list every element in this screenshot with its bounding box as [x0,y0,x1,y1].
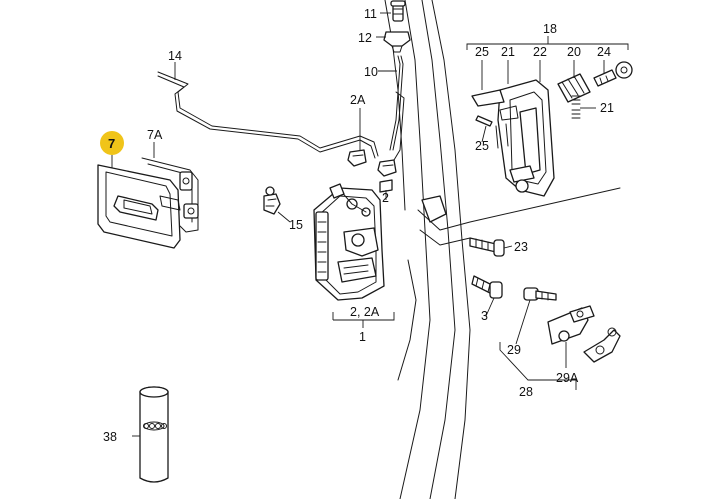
label-part-18: 18 [543,22,557,36]
label-part-2a: 2A [350,93,366,107]
part-29-striker-bolt [523,287,557,301]
part-1-lock-mechanism [313,183,385,301]
part-12-clip [383,31,411,53]
label-part-28: 28 [519,385,533,399]
part-14-linkage-rod [157,71,379,159]
label-part-10: 10 [364,65,378,79]
part-38-grease-tube [139,386,169,483]
label-part-29: 29 [507,343,521,357]
leader-lines [111,12,629,437]
label-part-38: 38 [103,430,117,444]
label-part-2-2a: 2, 2A [350,305,380,319]
part-2a-clips [347,149,397,193]
part-18-exterior-handle [471,79,555,197]
label-part-11: 11 [364,7,377,21]
label-part-20: 20 [567,45,581,59]
label-part-2: 2 [382,191,389,205]
label-part-21-top: 21 [501,45,515,59]
part-labels: 11 12 10 14 2A 7 7A 2 15 2, 2A 1 23 3 18… [103,7,614,444]
label-part-21-side: 21 [600,101,614,115]
label-part-29a: 29A [556,371,579,385]
part-10-rod [389,55,404,151]
part-20-lock-cylinder [557,73,591,103]
part-7a-trim-frame [141,157,199,233]
label-part-1: 1 [359,330,366,344]
part-29a-shim [583,327,621,363]
door-panel-structure [384,0,621,499]
highlight-marker-part-7 [100,131,124,155]
label-part-15: 15 [289,218,303,232]
label-part-3: 3 [481,309,488,323]
part-24-key [593,61,633,87]
label-part-25-side: 25 [475,139,489,153]
label-part-25-top: 25 [475,45,489,59]
part-15-clip [263,186,281,215]
label-part-14: 14 [168,49,182,63]
part-25-pins [475,115,493,127]
part-21-springs [571,95,581,119]
label-part-22: 22 [533,45,547,59]
part-7-handle-bezel [97,164,181,249]
part-28-striker-plate [547,305,595,345]
part-3-screw [471,275,503,299]
label-part-7: 7 [108,136,115,151]
label-part-24: 24 [597,45,611,59]
part-23-screw [469,237,505,257]
label-part-12: 12 [358,31,372,45]
label-part-23: 23 [514,240,528,254]
part-11-bolt [390,0,406,22]
label-part-7a: 7A [147,128,163,142]
